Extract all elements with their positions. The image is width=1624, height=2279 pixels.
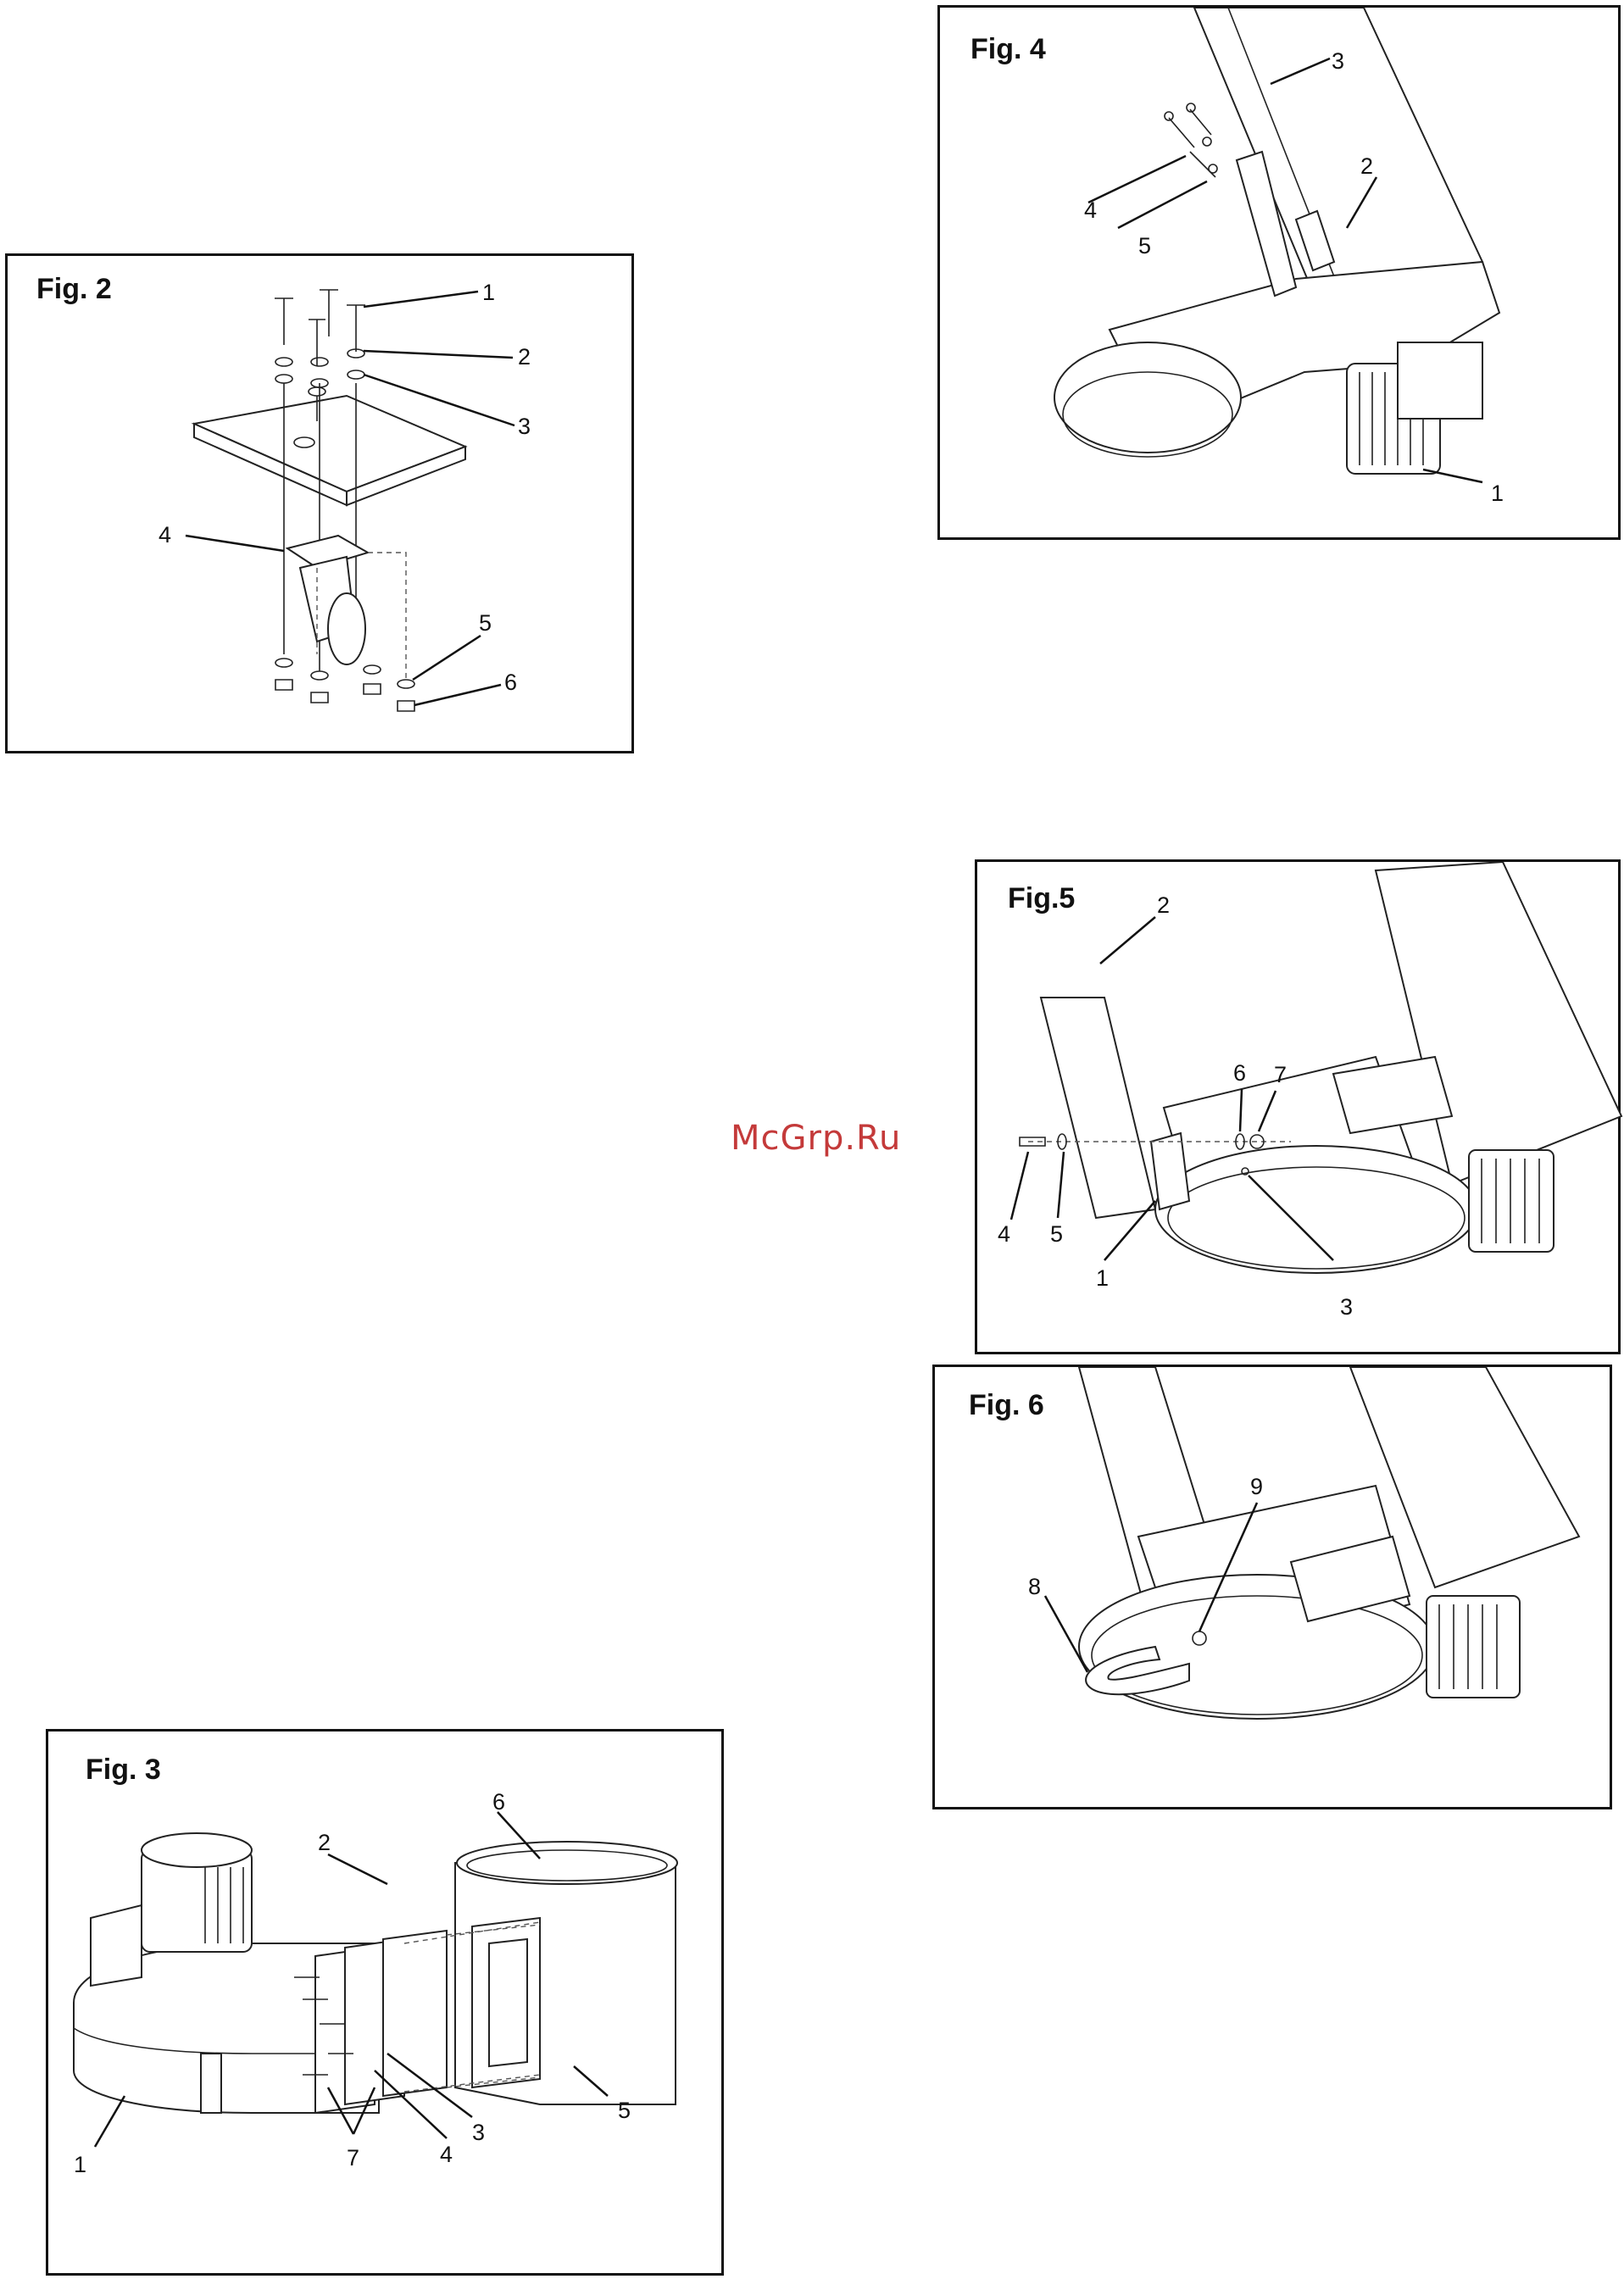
- callout-5: 5: [1050, 1221, 1063, 1247]
- figure-3-drawing: 2 6 3 4 5 1 7: [48, 1731, 726, 2278]
- callout-3: 3: [1332, 48, 1344, 74]
- callout-1: 1: [74, 2152, 86, 2177]
- callout-9: 9: [1250, 1474, 1263, 1499]
- callout-3: 3: [518, 414, 531, 439]
- callout-6: 6: [504, 670, 517, 695]
- callout-6: 6: [1233, 1060, 1246, 1086]
- callout-4: 4: [159, 522, 171, 548]
- callout-5: 5: [479, 610, 492, 636]
- figure-6-drawing: 8 9: [935, 1367, 1615, 1812]
- figure-4: Fig. 4 3 2 4 5 1: [937, 5, 1621, 540]
- figure-3: Fig. 3 2 6: [46, 1729, 724, 2276]
- callout-1: 1: [1491, 481, 1504, 506]
- callout-4: 4: [998, 1221, 1010, 1247]
- callout-5: 5: [1138, 233, 1151, 258]
- callout-1: 1: [482, 280, 495, 305]
- callout-5: 5: [618, 2098, 631, 2123]
- callout-7: 7: [1274, 1062, 1287, 1087]
- watermark-text: McGrp.Ru: [731, 1119, 901, 1158]
- figure-5-drawing: 2 6 7 4 5 1 3: [977, 862, 1623, 1357]
- figure-6: Fig. 6 8 9: [932, 1365, 1612, 1809]
- callout-3: 3: [472, 2120, 485, 2145]
- callout-3: 3: [1340, 1294, 1353, 1320]
- callout-2: 2: [318, 1830, 331, 1855]
- figure-2: Fig. 2: [5, 253, 634, 753]
- figure-2-drawing: 1 2 3 4 5 6: [8, 256, 637, 756]
- callout-6: 6: [492, 1789, 505, 1815]
- callout-1: 1: [1096, 1265, 1109, 1291]
- figure-5: Fig.5 2 6 7: [975, 859, 1621, 1354]
- figure-4-drawing: 3 2 4 5 1: [940, 8, 1623, 542]
- callout-7: 7: [347, 2145, 359, 2171]
- callout-2: 2: [1360, 153, 1373, 179]
- callout-4: 4: [440, 2142, 453, 2167]
- callout-4: 4: [1084, 197, 1097, 223]
- callout-2: 2: [518, 344, 531, 370]
- callout-8: 8: [1028, 1574, 1041, 1599]
- callout-2: 2: [1157, 892, 1170, 918]
